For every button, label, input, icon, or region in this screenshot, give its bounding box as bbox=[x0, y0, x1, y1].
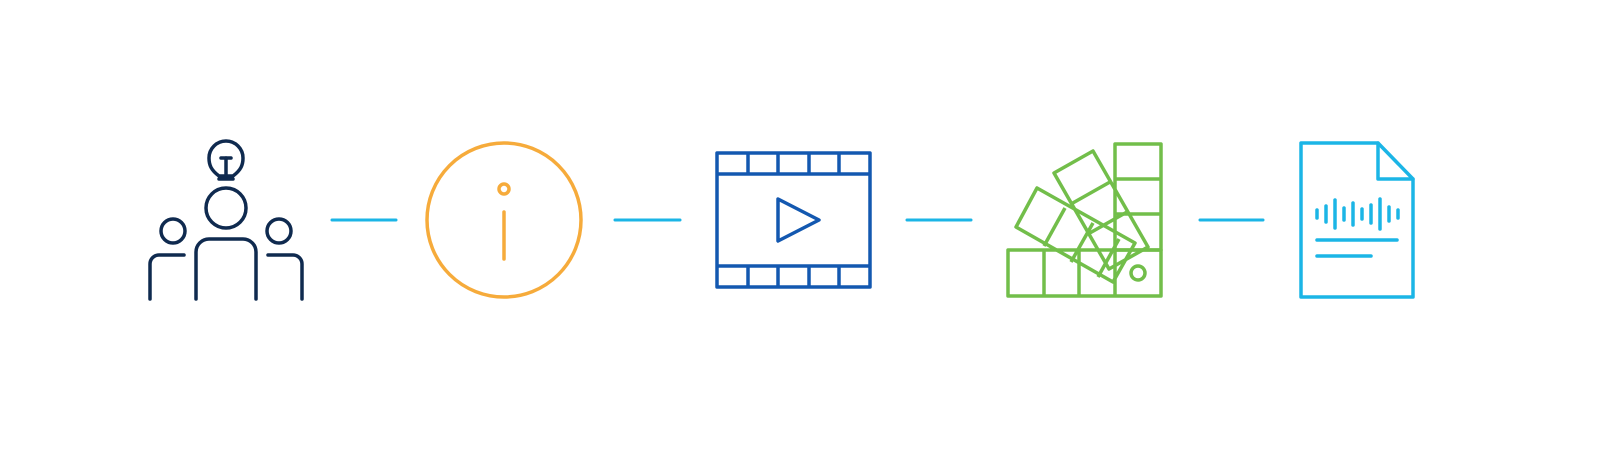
info-icon bbox=[425, 141, 583, 299]
team-idea-icon bbox=[148, 139, 304, 301]
audio-transcript-document-icon bbox=[1299, 141, 1415, 299]
color-swatch-icon bbox=[1006, 142, 1163, 298]
video-play-icon bbox=[715, 151, 872, 289]
